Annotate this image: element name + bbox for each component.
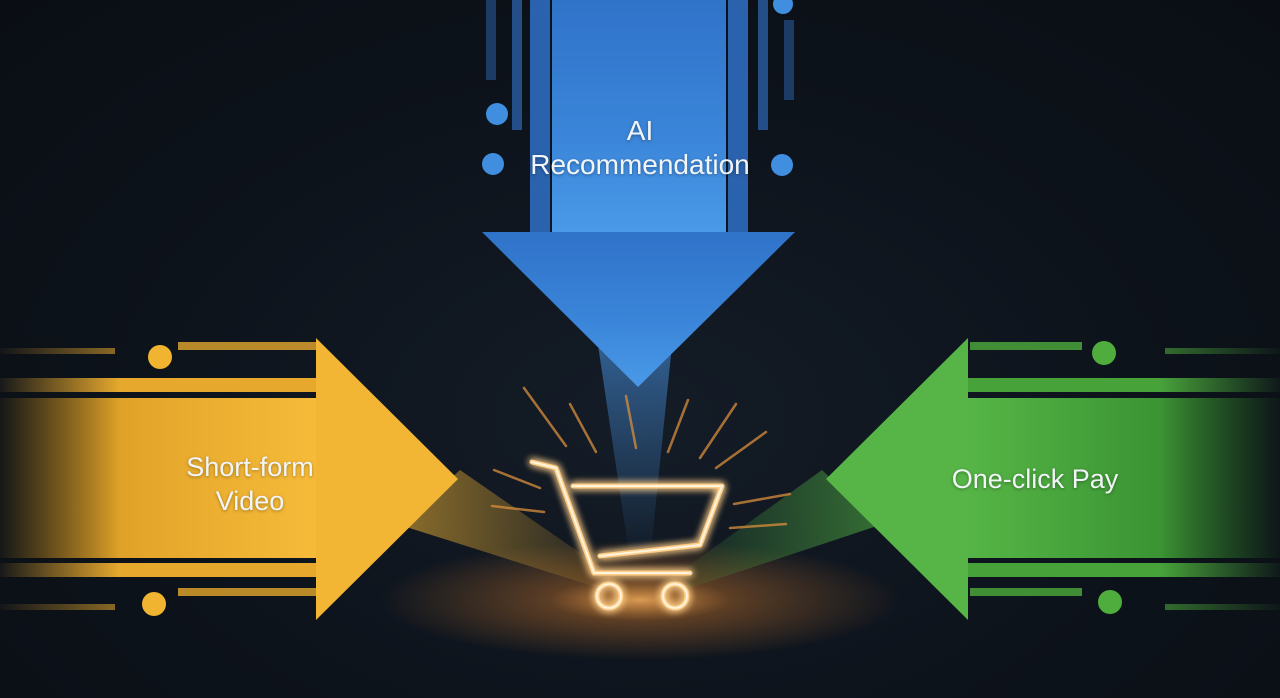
top-beam xyxy=(598,345,672,560)
cart-core xyxy=(531,461,723,609)
short-form-video-arrow xyxy=(0,338,458,620)
short-form-video-label: Short-form Video xyxy=(186,452,314,516)
ai-recommendation-arrow xyxy=(482,0,795,387)
one-click-pay-label: One-click Pay xyxy=(951,464,1119,494)
cart-rays xyxy=(490,386,792,530)
one-click-pay-arrow xyxy=(826,338,1280,620)
floor-glow xyxy=(380,540,900,660)
left-beam xyxy=(400,470,612,590)
right-beam xyxy=(676,470,880,590)
ai-recommendation-label: AI Recommendation xyxy=(530,115,750,180)
